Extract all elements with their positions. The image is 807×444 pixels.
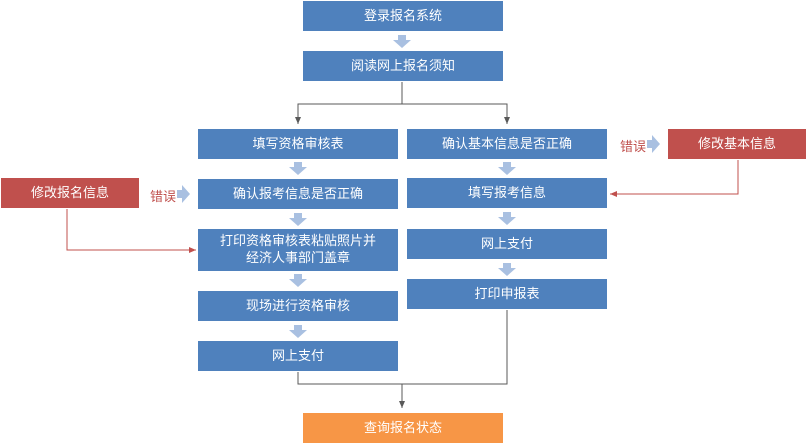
correction-connector-right — [610, 160, 739, 197]
error-label-left: 错误 — [150, 190, 177, 205]
step-print-review-form: 打印资格审核表粘贴照片并经济人事部门盖章 — [198, 229, 398, 271]
step-pay-online-left: 网上支付 — [198, 341, 398, 371]
step-confirm-basic-info: 确认基本信息是否正确 — [407, 129, 607, 159]
step-arrow — [498, 263, 516, 276]
step-arrow — [289, 213, 307, 226]
split-connector-right — [298, 103, 510, 124]
step-arrow — [498, 212, 516, 225]
split-connector — [295, 82, 403, 124]
error-label-right: 错误 — [620, 140, 647, 155]
merge-connector-left — [297, 372, 402, 385]
step-fill-review-form: 填写资格审核表 — [198, 129, 398, 159]
step-read-notice: 阅读网上报名须知 — [303, 51, 503, 81]
step-login: 登录报名系统 — [303, 1, 503, 31]
step-pay-online-right: 网上支付 — [407, 229, 607, 259]
error-arrow-right — [647, 135, 660, 153]
step-print-application: 打印申报表 — [407, 279, 607, 309]
step-arrow — [289, 274, 307, 287]
merge-connector-right — [402, 310, 508, 385]
step-confirm-exam-info: 确认报考信息是否正确 — [198, 179, 398, 209]
step-fill-exam-info: 填写报考信息 — [407, 178, 607, 208]
step-arrow — [289, 162, 307, 175]
step-check-status: 查询报名状态 — [303, 413, 503, 443]
step-arrow — [498, 162, 516, 175]
error-arrow-left — [177, 185, 190, 203]
step-arrow — [289, 325, 307, 338]
step-arrow — [393, 35, 411, 48]
step-modify-basic-info: 修改基本信息 — [668, 129, 806, 159]
step-onsite-review: 现场进行资格审核 — [198, 291, 398, 321]
correction-connector-left — [66, 209, 196, 253]
step-arrows — [289, 35, 516, 338]
step-modify-exam-info: 修改报名信息 — [1, 178, 139, 208]
